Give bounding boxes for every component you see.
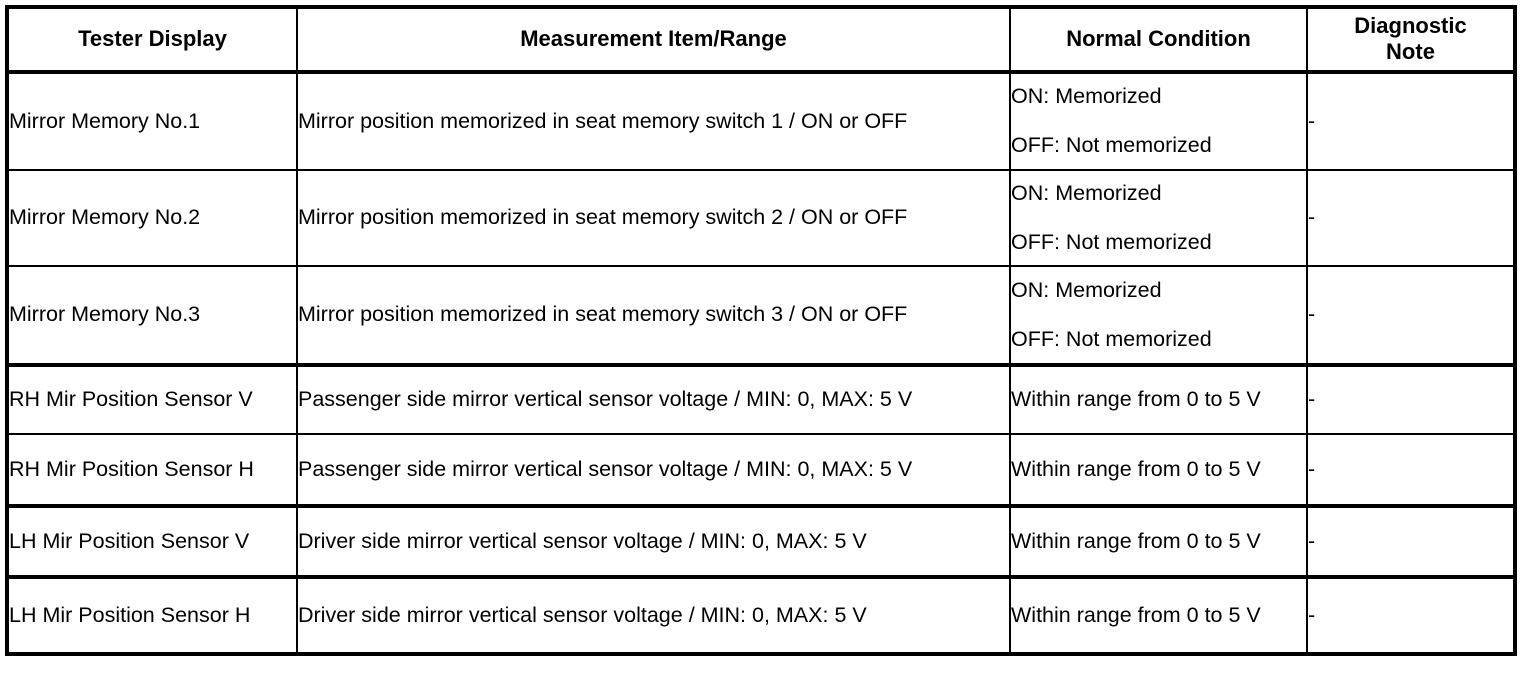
table-body: Mirror Memory No.1 Mirror position memor…	[6, 70, 1516, 655]
cell-measurement-item-range: Driver side mirror vertical sensor volta…	[296, 575, 1011, 655]
cell-diagnostic-note: -	[1306, 264, 1516, 367]
cell-tester-display: LH Mir Position Sensor V	[6, 504, 298, 579]
normal-condition-line: OFF: Not memorized	[1011, 229, 1212, 254]
table-header-row: Tester Display Measurement Item/Range No…	[6, 7, 1516, 74]
table-row: Mirror Memory No.1 Mirror position memor…	[6, 70, 1516, 171]
cell-normal-condition: Within range from 0 to 5 V	[1009, 504, 1308, 579]
column-header-diagnostic-note: Diagnostic Note	[1306, 7, 1516, 74]
cell-normal-condition: ON: Memorized OFF: Not memorized	[1009, 168, 1308, 267]
column-header-tester-display: Tester Display	[6, 7, 298, 74]
cell-tester-display: Mirror Memory No.1	[6, 70, 298, 171]
cell-diagnostic-note: -	[1306, 504, 1516, 579]
cell-normal-condition: ON: Memorized OFF: Not memorized	[1009, 70, 1308, 171]
cell-measurement-item-range: Mirror position memorized in seat memory…	[296, 264, 1011, 367]
column-header-measurement-item-range: Measurement Item/Range	[296, 7, 1011, 74]
cell-diagnostic-note: -	[1306, 363, 1516, 435]
table-row: LH Mir Position Sensor H Driver side mir…	[6, 575, 1516, 655]
normal-condition-line: ON: Memorized	[1011, 84, 1162, 109]
table-row: RH Mir Position Sensor V Passenger side …	[6, 363, 1516, 435]
cell-normal-condition: ON: Memorized OFF: Not memorized	[1009, 264, 1308, 367]
normal-condition-line: ON: Memorized	[1011, 180, 1162, 205]
cell-measurement-item-range: Passenger side mirror vertical sensor vo…	[296, 363, 1011, 435]
table-row: RH Mir Position Sensor H Passenger side …	[6, 432, 1516, 508]
cell-diagnostic-note: -	[1306, 575, 1516, 655]
cell-measurement-item-range: Mirror position memorized in seat memory…	[296, 70, 1011, 171]
cell-measurement-item-range: Driver side mirror vertical sensor volta…	[296, 504, 1011, 579]
normal-condition-line: ON: Memorized	[1011, 277, 1162, 302]
normal-condition-line: OFF: Not memorized	[1011, 133, 1212, 158]
cell-normal-condition: Within range from 0 to 5 V	[1009, 575, 1308, 655]
cell-tester-display: RH Mir Position Sensor V	[6, 363, 298, 435]
cell-tester-display: RH Mir Position Sensor H	[6, 432, 298, 508]
data-list-table: Tester Display Measurement Item/Range No…	[5, 5, 1517, 656]
table-row: Mirror Memory No.3 Mirror position memor…	[6, 264, 1516, 367]
cell-tester-display: LH Mir Position Sensor H	[6, 575, 298, 655]
cell-normal-condition: Within range from 0 to 5 V	[1009, 432, 1308, 508]
normal-condition-line: OFF: Not memorized	[1011, 326, 1212, 351]
cell-diagnostic-note: -	[1306, 432, 1516, 508]
cell-diagnostic-note: -	[1306, 168, 1516, 267]
cell-tester-display: Mirror Memory No.3	[6, 264, 298, 367]
cell-measurement-item-range: Passenger side mirror vertical sensor vo…	[296, 432, 1011, 508]
cell-tester-display: Mirror Memory No.2	[6, 168, 298, 267]
cell-diagnostic-note: -	[1306, 70, 1516, 171]
column-header-normal-condition: Normal Condition	[1009, 7, 1308, 74]
cell-measurement-item-range: Mirror position memorized in seat memory…	[296, 168, 1011, 267]
table-row: LH Mir Position Sensor V Driver side mir…	[6, 504, 1516, 579]
document-page: Tester Display Measurement Item/Range No…	[0, 5, 1520, 673]
table-row: Mirror Memory No.2 Mirror position memor…	[6, 168, 1516, 267]
cell-normal-condition: Within range from 0 to 5 V	[1009, 363, 1308, 435]
